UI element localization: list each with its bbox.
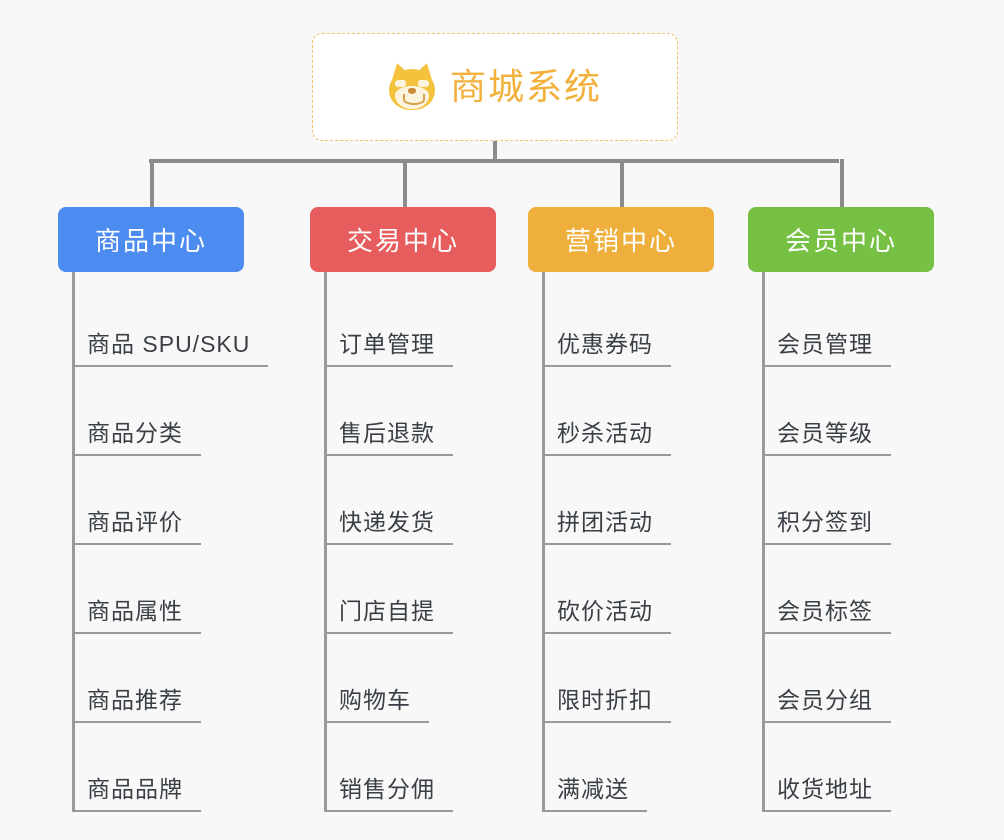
list-item[interactable]: 商品 SPU/SKU (75, 278, 269, 367)
root-node[interactable]: 商城系统 (312, 33, 678, 141)
list-item[interactable]: 商品评价 (75, 456, 268, 545)
list-item[interactable]: 秒杀活动 (545, 367, 714, 456)
connector-drop-3 (620, 159, 624, 207)
list-item-label: 拼团活动 (545, 503, 671, 545)
list-item[interactable]: 快递发货 (327, 456, 496, 545)
category-column-3: 营销中心 优惠券码 秒杀活动 拼团活动 砍价活动 限时折扣 满减送 (528, 159, 714, 812)
root-title: 商城系统 (449, 66, 602, 107)
list-item-label: 商品属性 (75, 592, 201, 634)
category-header-4[interactable]: 会员中心 (748, 207, 934, 272)
category-header-1[interactable]: 商品中心 (58, 207, 244, 272)
list-item-label: 商品分类 (75, 414, 201, 456)
list-item[interactable]: 收货地址 (765, 723, 934, 812)
shiba-mouth (402, 94, 425, 105)
list-item[interactable]: 拼团活动 (545, 456, 714, 545)
category-header-3[interactable]: 营销中心 (528, 207, 714, 272)
list-item[interactable]: 销售分佣 (327, 723, 496, 812)
list-item-label: 会员分组 (765, 681, 891, 723)
category-items-4: 会员管理 会员等级 积分签到 会员标签 会员分组 收货地址 (762, 272, 934, 812)
list-item[interactable]: 商品分类 (75, 367, 268, 456)
list-item[interactable]: 门店自提 (327, 545, 496, 634)
connector-drop-2 (403, 159, 407, 207)
connector-drop-4 (840, 159, 844, 207)
connector-horizontal-bus (149, 159, 839, 163)
list-item[interactable]: 会员分组 (765, 634, 934, 723)
list-item-label: 满减送 (545, 770, 647, 812)
connector-root-stem (493, 141, 497, 163)
list-item-label: 购物车 (327, 681, 429, 723)
list-item[interactable]: 积分签到 (765, 456, 934, 545)
list-item-label: 砍价活动 (545, 592, 671, 634)
list-item-label: 商品推荐 (75, 681, 201, 723)
list-item-label: 售后退款 (327, 414, 453, 456)
list-item[interactable]: 商品推荐 (75, 634, 268, 723)
list-item-label: 会员标签 (765, 592, 891, 634)
category-column-2: 交易中心 订单管理 售后退款 快递发货 门店自提 购物车 销售分佣 (310, 159, 496, 812)
list-item[interactable]: 订单管理 (327, 278, 496, 367)
list-item-label: 销售分佣 (327, 770, 453, 812)
list-item-label: 会员等级 (765, 414, 891, 456)
shiba-eye-left (394, 80, 406, 87)
list-item[interactable]: 优惠券码 (545, 278, 714, 367)
category-header-2[interactable]: 交易中心 (310, 207, 496, 272)
list-item[interactable]: 满减送 (545, 723, 714, 812)
shiba-eye-right (417, 80, 429, 87)
list-item-label: 优惠券码 (545, 325, 671, 367)
list-item-label: 收货地址 (765, 770, 891, 812)
list-item-label: 限时折扣 (545, 681, 671, 723)
connector-drop-1 (150, 159, 154, 207)
list-item[interactable]: 会员等级 (765, 367, 934, 456)
category-column-1: 商品中心 商品 SPU/SKU 商品分类 商品评价 商品属性 商品推荐 商品品牌 (58, 159, 269, 812)
list-item[interactable]: 会员标签 (765, 545, 934, 634)
list-item-label: 商品 SPU/SKU (75, 325, 269, 367)
list-item[interactable]: 砍价活动 (545, 545, 714, 634)
list-item-label: 门店自提 (327, 592, 453, 634)
list-item-label: 商品品牌 (75, 770, 201, 812)
list-item[interactable]: 购物车 (327, 634, 496, 723)
list-item-label: 会员管理 (765, 325, 891, 367)
shiba-dog-icon (388, 60, 436, 111)
list-item[interactable]: 售后退款 (327, 367, 496, 456)
list-item-label: 订单管理 (327, 325, 453, 367)
category-items-3: 优惠券码 秒杀活动 拼团活动 砍价活动 限时折扣 满减送 (542, 272, 714, 812)
category-items-2: 订单管理 售后退款 快递发货 门店自提 购物车 销售分佣 (324, 272, 496, 812)
category-column-4: 会员中心 会员管理 会员等级 积分签到 会员标签 会员分组 收货地址 (748, 159, 934, 812)
list-item-label: 秒杀活动 (545, 414, 671, 456)
list-item[interactable]: 商品属性 (75, 545, 268, 634)
list-item-label: 积分签到 (765, 503, 891, 545)
list-item-label: 商品评价 (75, 503, 201, 545)
list-item-label: 快递发货 (327, 503, 453, 545)
list-item[interactable]: 商品品牌 (75, 723, 268, 812)
list-item[interactable]: 会员管理 (765, 278, 934, 367)
list-item[interactable]: 限时折扣 (545, 634, 714, 723)
shiba-nose (407, 88, 416, 94)
category-items-1: 商品 SPU/SKU 商品分类 商品评价 商品属性 商品推荐 商品品牌 (72, 272, 269, 812)
